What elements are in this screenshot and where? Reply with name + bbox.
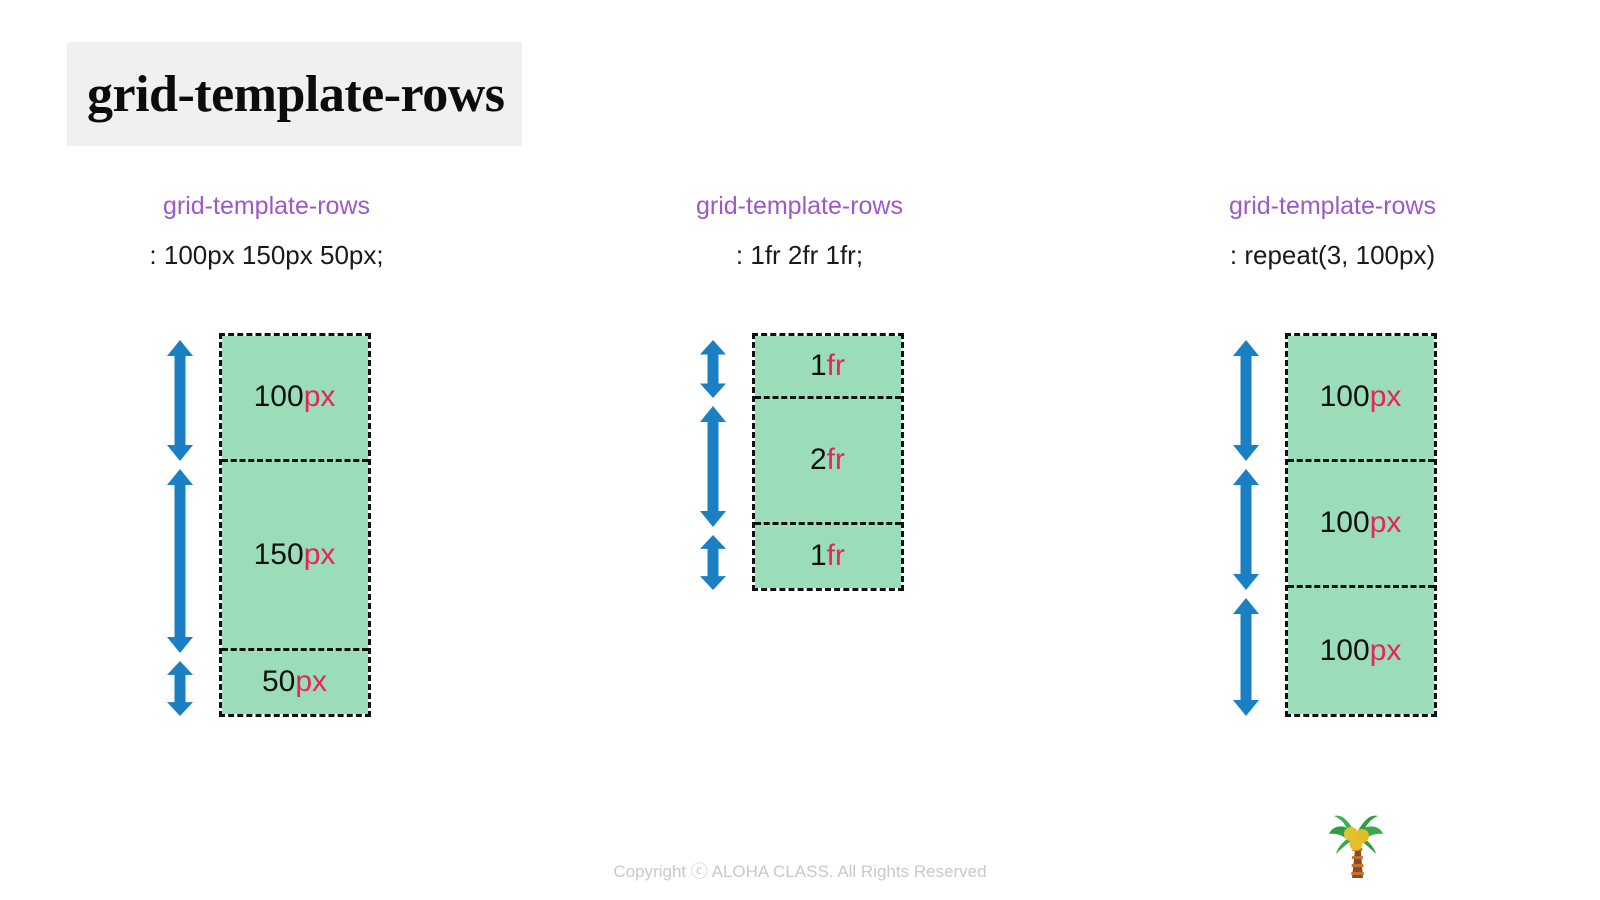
grid-row-unit: px — [1369, 633, 1402, 667]
property-value-3: : repeat(3, 100px) — [1229, 239, 1436, 270]
palm-tree-icon — [1316, 800, 1396, 880]
grid-row-unit: px — [303, 380, 336, 414]
grid-row-number: 100 — [1319, 380, 1370, 414]
grid-row-number: 100 — [1319, 506, 1370, 540]
grid-row-cell: 2fr — [754, 398, 901, 525]
grid-row-number: 150 — [253, 537, 304, 571]
grid-row-unit: fr — [826, 539, 845, 573]
copyright-footer: Copyright ⓒ ALOHA CLASS. All Rights Rese… — [613, 862, 987, 881]
title-banner: grid-template-rows — [67, 42, 522, 146]
grid-row-label: 150px — [254, 538, 336, 572]
grid-row-unit: fr — [826, 348, 845, 382]
row-measure-arrow — [1229, 594, 1263, 720]
property-value-2: : 1fr 2fr 1fr; — [735, 239, 864, 270]
row-measure-arrow — [163, 657, 197, 720]
row-measure-arrow — [696, 336, 730, 402]
grid-row-cell: 150px — [221, 461, 368, 651]
grid-row-cell: 1fr — [754, 524, 901, 588]
measure-arrows-2 — [696, 336, 730, 594]
grid-row-unit: fr — [826, 443, 845, 477]
property-name-1: grid-template-rows — [162, 192, 370, 220]
grid-row-cell: 100px — [1287, 461, 1434, 588]
row-measure-arrow — [696, 531, 730, 594]
row-measure-arrow — [1229, 336, 1263, 465]
diagram-columns: grid-template-rows : 100px 150px 50px; 1… — [0, 190, 1600, 720]
grid-row-unit: px — [295, 665, 328, 699]
page-title: grid-template-rows — [87, 65, 505, 123]
grid-row-number: 2 — [809, 443, 827, 477]
row-measure-arrow — [1229, 465, 1263, 594]
example-column-3: grid-template-rows : repeat(3, 100px) 10… — [1066, 190, 1599, 720]
row-measure-arrow — [163, 336, 197, 465]
grid-row-unit: px — [303, 537, 336, 571]
grid-row-label: 100px — [254, 380, 336, 414]
grid-row-label: 100px — [1320, 506, 1402, 540]
property-name-3: grid-template-rows — [1228, 192, 1436, 220]
grid-row-label: 50px — [262, 665, 327, 699]
grid-row-label: 1fr — [810, 349, 845, 383]
grid-row-number: 1 — [809, 539, 827, 573]
measure-arrows-3 — [1229, 336, 1263, 720]
grid-row-label: 2fr — [810, 443, 845, 477]
row-measure-arrow — [696, 402, 730, 531]
measure-arrows-1 — [163, 336, 197, 720]
grid-row-label: 100px — [1320, 380, 1402, 414]
property-value-1: : 100px 150px 50px; — [149, 239, 384, 270]
grid-row-cell: 50px — [221, 650, 368, 714]
property-name-2: grid-template-rows — [695, 192, 903, 220]
grid-row-cell: 100px — [221, 335, 368, 462]
grid-row-unit: px — [1369, 380, 1402, 414]
grid-row-number: 100 — [1319, 633, 1370, 667]
grid-row-cell: 100px — [1287, 587, 1434, 714]
grid-row-label: 100px — [1320, 634, 1402, 668]
grid-row-number: 50 — [261, 665, 296, 699]
example-column-1: grid-template-rows : 100px 150px 50px; 1… — [0, 190, 533, 720]
row-measure-arrow — [163, 465, 197, 657]
grid-row-unit: px — [1369, 506, 1402, 540]
grid-row-number: 100 — [253, 380, 304, 414]
grid-row-label: 1fr — [810, 539, 845, 573]
grid-row-cell: 100px — [1287, 335, 1434, 462]
grid-row-cell: 1fr — [754, 335, 901, 399]
grid-row-number: 1 — [809, 348, 827, 382]
